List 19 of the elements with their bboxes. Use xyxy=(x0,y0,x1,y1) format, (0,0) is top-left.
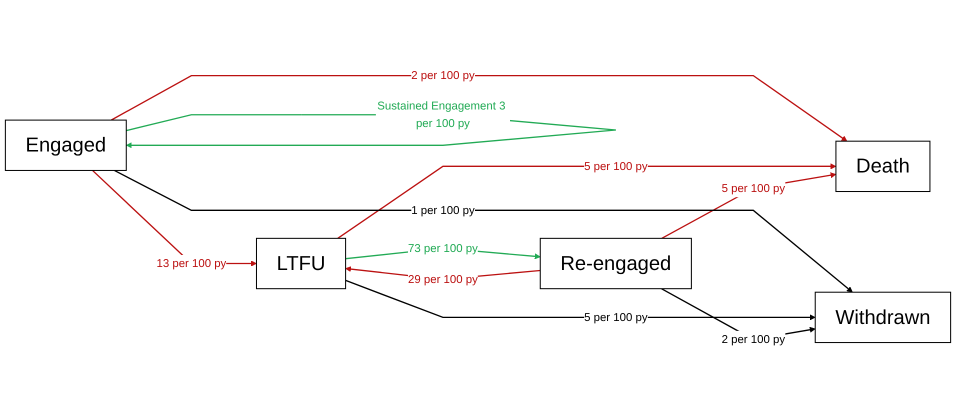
arrow xyxy=(110,74,848,142)
arrow xyxy=(337,163,836,239)
edge-label: 29 per 100 py xyxy=(408,272,478,286)
edge-label: 5 per 100 py xyxy=(584,310,648,324)
edge-label: 1 per 100 py xyxy=(411,204,475,217)
edge-label: 2 per 100 py xyxy=(722,332,786,346)
node-box: Withdrawn xyxy=(814,292,952,344)
edge-label: Sustained Engagement 3 per 100 py xyxy=(377,100,506,130)
node-box: Engaged xyxy=(4,120,127,171)
node-box: Death xyxy=(835,140,930,192)
edge-label: 73 per 100 py xyxy=(408,242,478,254)
edge-label: 2 per 100 py xyxy=(411,69,475,82)
node-box: LTFU xyxy=(256,238,346,290)
arrow xyxy=(114,170,853,292)
edge-label: 5 per 100 py xyxy=(722,182,786,195)
node-box: Re-engaged xyxy=(540,238,692,290)
arrow xyxy=(662,172,836,239)
edge-label: 13 per 100 py xyxy=(156,256,226,270)
edge-label: 5 per 100 py xyxy=(584,160,648,173)
